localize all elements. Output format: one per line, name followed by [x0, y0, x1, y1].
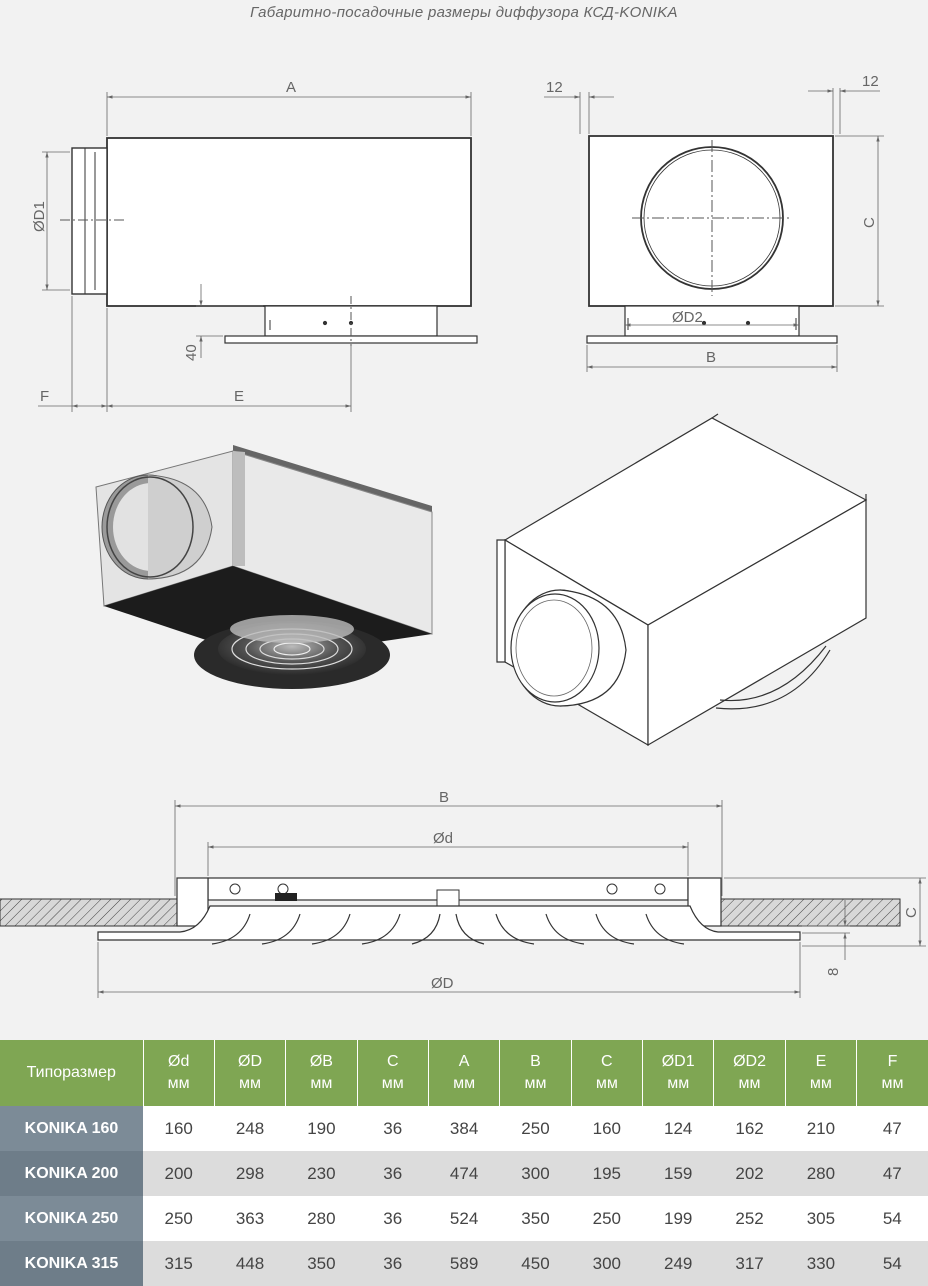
- value-cell: 124: [642, 1106, 714, 1151]
- dim-12-left-label: 12: [546, 79, 563, 96]
- value-cell: 250: [499, 1106, 572, 1151]
- value-cell: 36: [357, 1196, 429, 1241]
- value-cell: 200: [143, 1151, 215, 1196]
- value-cell: 54: [856, 1196, 928, 1241]
- value-cell: 250: [143, 1196, 215, 1241]
- value-cell: 210: [785, 1106, 857, 1151]
- value-cell: 54: [856, 1241, 928, 1286]
- value-cell: 36: [357, 1151, 429, 1196]
- dim-e-label: E: [234, 388, 244, 405]
- value-cell: 248: [214, 1106, 286, 1151]
- dim-c-section-label: C: [903, 907, 920, 918]
- dim-c-side-label: C: [861, 217, 878, 228]
- model-cell: KONIKA 250: [0, 1196, 143, 1241]
- technical-drawing: A ØD1 F E 40 12 12 C ØD2 B: [0, 73, 926, 998]
- value-cell: 280: [785, 1151, 857, 1196]
- value-cell: 202: [713, 1151, 786, 1196]
- value-cell: 250: [571, 1196, 643, 1241]
- dim-b-section-label: B: [439, 789, 449, 806]
- model-cell: KONIKA 200: [0, 1151, 143, 1196]
- dim-d-small-label: Ød: [433, 830, 453, 847]
- value-cell: 298: [214, 1151, 286, 1196]
- value-cell: 300: [571, 1241, 643, 1286]
- value-cell: 300: [499, 1151, 572, 1196]
- value-cell: 199: [642, 1196, 714, 1241]
- value-cell: 159: [642, 1151, 714, 1196]
- front-view: [586, 135, 838, 344]
- value-cell: 363: [214, 1196, 286, 1241]
- value-cell: 252: [713, 1196, 786, 1241]
- value-cell: 474: [428, 1151, 500, 1196]
- value-cell: 315: [143, 1241, 215, 1286]
- value-cell: 36: [357, 1241, 429, 1286]
- dim-b-side-label: B: [706, 349, 716, 366]
- dim-a-label: A: [286, 79, 296, 96]
- value-cell: 330: [785, 1241, 857, 1286]
- value-cell: 230: [285, 1151, 358, 1196]
- value-cell: 384: [428, 1106, 500, 1151]
- value-cell: 190: [285, 1106, 358, 1151]
- dim-8-label: 8: [825, 968, 842, 976]
- value-cell: 317: [713, 1241, 786, 1286]
- isometric-render-right: [496, 413, 868, 747]
- value-cell: 448: [214, 1241, 286, 1286]
- dim-12-right-label: 12: [862, 73, 879, 90]
- value-cell: 350: [285, 1241, 358, 1286]
- front-view-dimensions: [544, 88, 884, 372]
- side-view-dimensions: [38, 92, 472, 412]
- dim-d2-label: ØD2: [672, 309, 703, 326]
- section-view-dimensions: [97, 800, 926, 998]
- value-cell: 589: [428, 1241, 500, 1286]
- model-cell: KONIKA 315: [0, 1241, 143, 1286]
- model-cell: KONIKA 160: [0, 1106, 143, 1151]
- page-title: Габаритно-посадочные размеры диффузора К…: [250, 4, 678, 21]
- value-cell: 524: [428, 1196, 500, 1241]
- value-cell: 160: [571, 1106, 643, 1151]
- section-view: [0, 877, 901, 945]
- isometric-render-left: [95, 445, 433, 689]
- value-cell: 249: [642, 1241, 714, 1286]
- header-model: Типоразмер: [0, 1040, 143, 1106]
- value-cell: 350: [499, 1196, 572, 1241]
- value-cell: 280: [285, 1196, 358, 1241]
- value-cell: 47: [856, 1151, 928, 1196]
- side-view: [60, 137, 478, 346]
- value-cell: 162: [713, 1106, 786, 1151]
- dim-40-label: 40: [183, 344, 200, 361]
- value-cell: 450: [499, 1241, 572, 1286]
- dim-f-label: F: [40, 388, 49, 405]
- dim-d-large-label: ØD: [431, 975, 454, 992]
- value-cell: 160: [143, 1106, 215, 1151]
- value-cell: 47: [856, 1106, 928, 1151]
- value-cell: 36: [357, 1106, 429, 1151]
- dim-d1-label: ØD1: [31, 201, 48, 232]
- value-cell: 195: [571, 1151, 643, 1196]
- value-cell: 305: [785, 1196, 857, 1241]
